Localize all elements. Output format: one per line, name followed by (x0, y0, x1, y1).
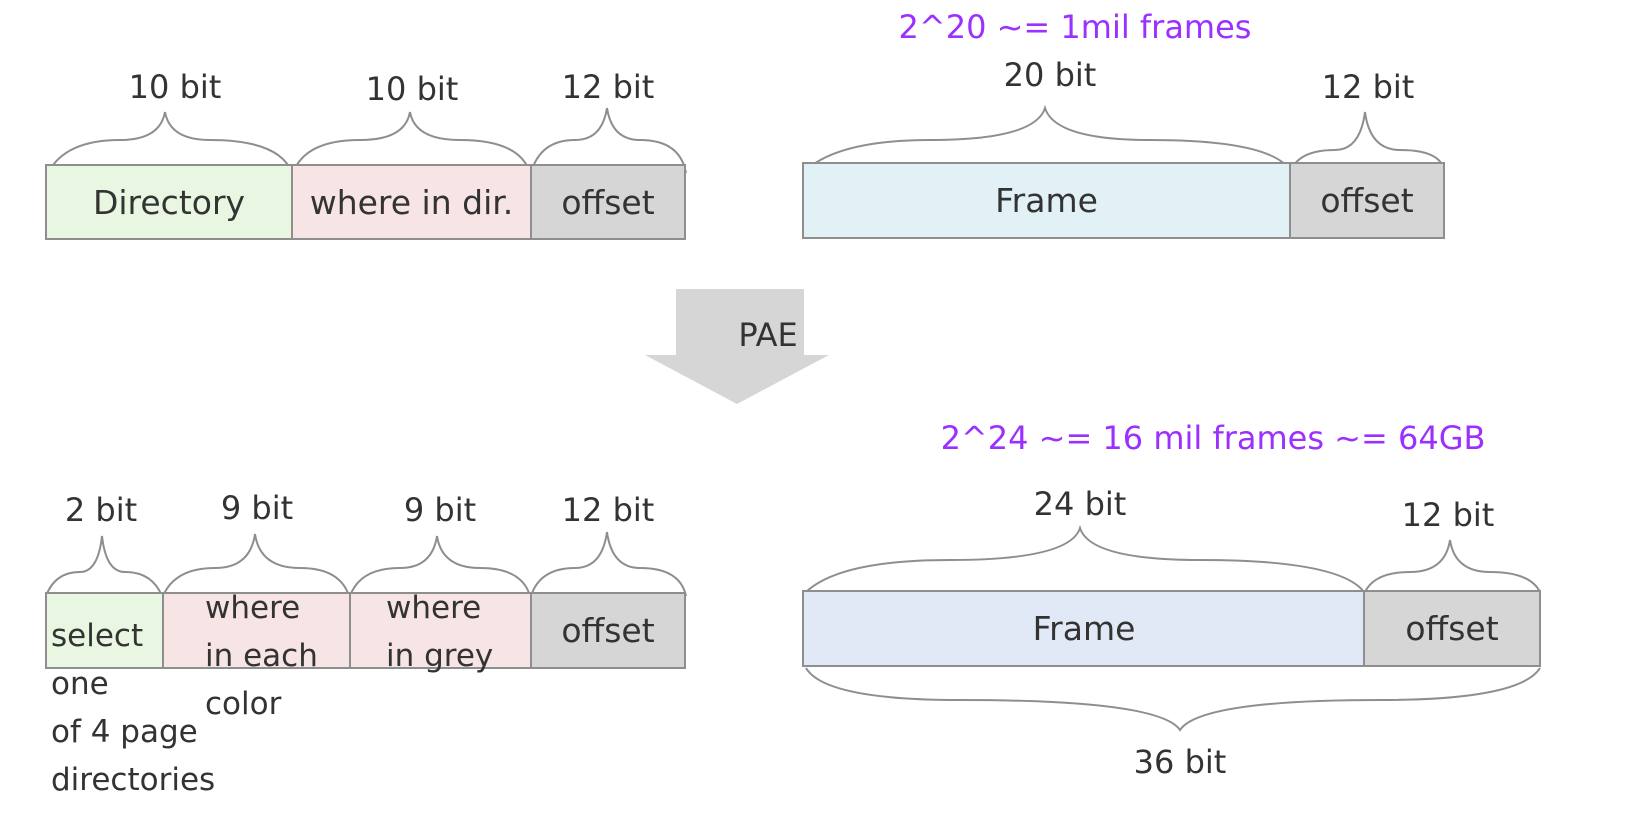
field-where-in-each-color (162, 592, 351, 669)
brace-frame-top (805, 104, 1291, 171)
field-offset-label: offset (561, 182, 655, 222)
bits-label-where-grey: 9 bit (403, 491, 477, 529)
bits-label-where-each-color: 9 bit (220, 489, 294, 527)
field-where-each-color-text: where in each color (205, 590, 318, 722)
field-offset-label: offset (561, 611, 655, 650)
field-offset-label: offset (1320, 181, 1414, 220)
brace-where-in-dir (292, 111, 531, 174)
brace-where-each-color (162, 533, 350, 597)
field-offset: offset (1363, 590, 1541, 667)
field-frame: Frame (802, 162, 1291, 239)
brace-36-bit (805, 667, 1541, 732)
bits-label-select: 2 bit (64, 491, 138, 529)
bits-label-frame: 20 bit (1003, 56, 1097, 94)
brace-offset-top-right (1290, 111, 1445, 171)
brace-directory (47, 111, 293, 174)
brace-offset-bottom-left (530, 531, 687, 597)
bits-label-offset: 12 bit (1401, 496, 1495, 534)
field-frame: Frame (802, 590, 1366, 667)
frames-note: 2^24 ~= 16 mil frames ~= 64GB (940, 419, 1486, 457)
field-where-in-dir: where in dir. (291, 164, 532, 240)
field-frame-label: Frame (1032, 609, 1136, 648)
field-offset-label: offset (1405, 609, 1499, 648)
field-offset: offset (530, 164, 686, 240)
field-directory: Directory (45, 164, 293, 240)
bits-label-offset: 12 bit (561, 68, 655, 106)
field-offset: offset (530, 592, 686, 669)
brace-offset-bottom-right (1364, 539, 1541, 593)
pae-arrow (645, 289, 829, 404)
field-select-text: select one of 4 page directories (51, 618, 216, 798)
bits-label-total: 36 bit (1133, 743, 1227, 781)
field-frame-label: Frame (995, 181, 1098, 220)
field-select-directory (45, 592, 164, 669)
pae-label: PAE (738, 316, 798, 354)
field-where-grey-text: where in grey (386, 590, 494, 674)
field-directory-label: Directory (92, 182, 246, 222)
field-where-in-dir-label: where in dir. (309, 182, 514, 222)
bits-label-frame: 24 bit (1033, 485, 1127, 523)
field-where-in-grey (349, 592, 532, 669)
brace-frame-bottom (805, 524, 1365, 593)
brace-where-grey (349, 535, 531, 597)
brace-offset-top-left (530, 107, 687, 174)
bits-label-where-in-dir: 10 bit (365, 70, 459, 108)
bits-label-offset: 12 bit (1321, 68, 1415, 106)
frames-note: 2^20 ~= 1mil frames (898, 8, 1252, 46)
brace-select (45, 535, 163, 597)
field-offset: offset (1289, 162, 1445, 239)
bits-label-offset: 12 bit (561, 491, 655, 529)
bits-label-directory: 10 bit (128, 68, 222, 106)
